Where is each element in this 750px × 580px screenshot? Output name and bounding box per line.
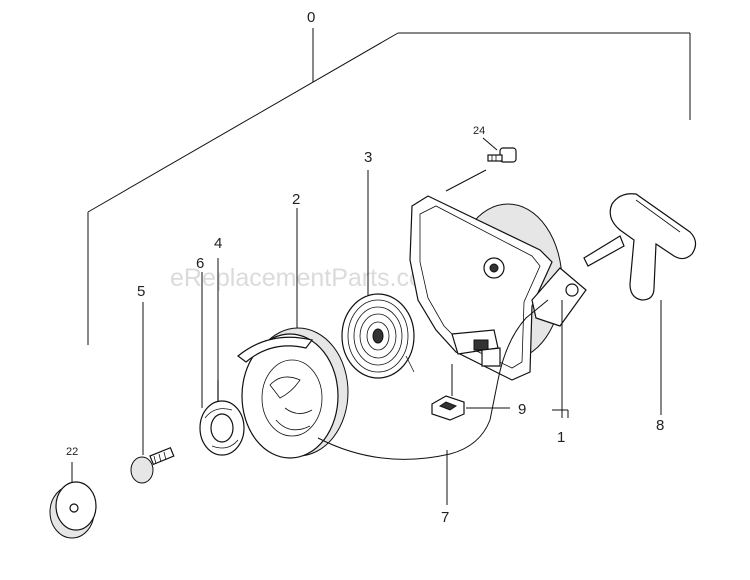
part-8-handle: [583, 193, 697, 415]
callout-0: 0: [307, 9, 315, 26]
callout-8: 8: [656, 417, 664, 434]
callout-7: 7: [441, 509, 449, 526]
callout-4: 4: [214, 235, 222, 252]
part-7-rope: [317, 299, 549, 505]
part-9-bushing: [431, 364, 510, 421]
callout-2: 2: [292, 191, 300, 208]
part-1-9-leaders: [552, 300, 569, 418]
callout-22: 22: [66, 446, 78, 458]
part-4-6-ratchet: [199, 258, 245, 456]
part-2-pulley: [237, 208, 349, 459]
watermark-text: eReplacementParts.com: [170, 264, 444, 292]
part-5-screw: [130, 302, 175, 484]
part-24-bolt: [482, 137, 517, 163]
callout-3: 3: [364, 149, 372, 166]
part-1-housing: [409, 169, 587, 381]
callout-6: 6: [196, 255, 204, 272]
part-3-spring: [341, 170, 415, 379]
callout-labels: 0 1 2 3 4 5 6 7 8 9 22 24: [66, 9, 664, 526]
assembly-bracket: [87, 28, 691, 345]
part-22-nut: [49, 462, 97, 539]
callout-5: 5: [137, 283, 145, 300]
callout-1: 1: [557, 429, 565, 446]
callout-9: 9: [518, 401, 526, 418]
callout-24: 24: [473, 125, 485, 137]
